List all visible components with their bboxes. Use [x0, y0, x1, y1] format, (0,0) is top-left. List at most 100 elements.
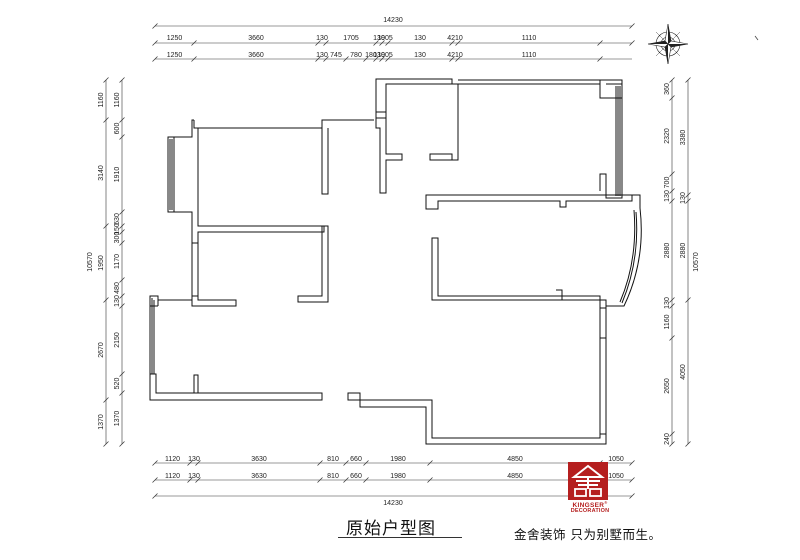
dim-tick [669, 77, 675, 83]
dim-tick [363, 477, 369, 483]
dim-tick [385, 56, 391, 62]
dim-right-label: 2650 [664, 378, 671, 394]
dim-top-total: 14230 [383, 17, 403, 24]
dim-tick [455, 56, 461, 62]
dim-bottom-label: 130 [188, 473, 200, 480]
dim-tick [323, 40, 329, 46]
dim-tick [379, 40, 385, 46]
dim-right-label: 4050 [680, 364, 687, 380]
dim-tick [685, 192, 691, 198]
dim-bottom-label: 810 [327, 456, 339, 463]
dim-top-label: 1110 [522, 35, 537, 42]
dim-tick [669, 188, 675, 194]
dim-tick [187, 477, 193, 483]
window-bathroom [376, 111, 386, 119]
dim-tick [315, 40, 321, 46]
dim-left-label: 2670 [98, 342, 105, 358]
dim-tick [363, 56, 369, 62]
dim-top-label: 780 [350, 52, 362, 59]
dim-tick [103, 223, 109, 229]
dim-right-label: 130 [664, 190, 671, 202]
dim-right-label: 700 [664, 177, 671, 189]
title-underline [338, 537, 462, 538]
dim-left-label: 3140 [98, 165, 105, 181]
dim-bottom-label: 1120 [165, 456, 180, 463]
dim-top-label: 4210 [447, 35, 463, 42]
dim-tick [152, 460, 158, 466]
dim-tick [103, 297, 109, 303]
dim-top-label: 3660 [248, 35, 264, 42]
dim-tick [629, 23, 635, 29]
dim-tick [343, 460, 349, 466]
dim-tick [669, 335, 675, 341]
dim-tick [191, 40, 197, 46]
wall-lower-stub [193, 374, 199, 394]
dim-right-label: 2880 [680, 243, 687, 259]
dim-tick [323, 56, 329, 62]
dim-bottom-label: 1980 [390, 456, 406, 463]
dim-left-label: 1370 [114, 411, 121, 427]
dim-bottom-label: 660 [350, 473, 362, 480]
dim-bottom-label: 1050 [608, 456, 624, 463]
dim-top-label: 130 [316, 35, 328, 42]
dim-left-label: 1160 [114, 92, 121, 107]
dim-right-total: 10570 [693, 252, 700, 272]
dim-left-label: 630 [114, 213, 121, 225]
dim-tick [685, 441, 691, 447]
dim-tick [597, 40, 603, 46]
dim-tick [629, 40, 635, 46]
dim-tick [385, 40, 391, 46]
dim-tick [119, 277, 125, 283]
dim-bottom-label: 810 [327, 473, 339, 480]
wall-lower-left-partition [297, 225, 329, 303]
dim-left-label: 150 [114, 223, 121, 235]
kingser-logo-icon [568, 462, 608, 500]
dim-tick [119, 117, 125, 123]
dim-tick [373, 40, 379, 46]
dim-bottom-label: 1980 [390, 473, 406, 480]
dim-right-label: 130 [680, 192, 687, 204]
dim-top-label: 1905 [377, 35, 393, 42]
wall-upper-left-room [173, 119, 374, 244]
window-lines-upper-left [169, 139, 173, 210]
dim-tick [187, 460, 193, 466]
dim-tick [669, 441, 675, 447]
wall-lower-left [149, 243, 323, 401]
dim-right-label: 360 [664, 83, 671, 95]
bay-window-lines [619, 209, 638, 304]
dim-tick [119, 390, 125, 396]
dim-tick [343, 477, 349, 483]
dim-top-label: 1705 [343, 35, 359, 42]
dim-left-total: 10570 [87, 252, 94, 272]
dim-tick [103, 117, 109, 123]
wall-living-stub [556, 289, 563, 300]
dim-tick [317, 460, 323, 466]
wall-partition-a [321, 128, 329, 195]
dim-tick [373, 56, 379, 62]
dim-right-label: 3380 [680, 130, 687, 146]
dim-tick [191, 56, 197, 62]
dim-right-label: 1160 [664, 314, 671, 329]
dim-tick [152, 493, 158, 499]
dim-tick [629, 493, 635, 499]
page-title: 原始户型图 [346, 519, 436, 539]
dim-tick [119, 77, 125, 83]
dim-left-label: 480 [114, 282, 121, 294]
dim-bottom-label: 660 [350, 456, 362, 463]
dimension-lines [105, 25, 689, 497]
dim-bottom-label: 3630 [251, 473, 267, 480]
brand-sub: DECORATION [570, 508, 610, 514]
dim-tick [669, 171, 675, 177]
dim-tick [669, 95, 675, 101]
dim-top-label: 4210 [447, 52, 463, 59]
dim-tick [103, 77, 109, 83]
dim-tick [669, 431, 675, 437]
dim-left-label: 1160 [98, 92, 105, 107]
dim-tick [449, 56, 455, 62]
dim-tick [119, 209, 125, 215]
